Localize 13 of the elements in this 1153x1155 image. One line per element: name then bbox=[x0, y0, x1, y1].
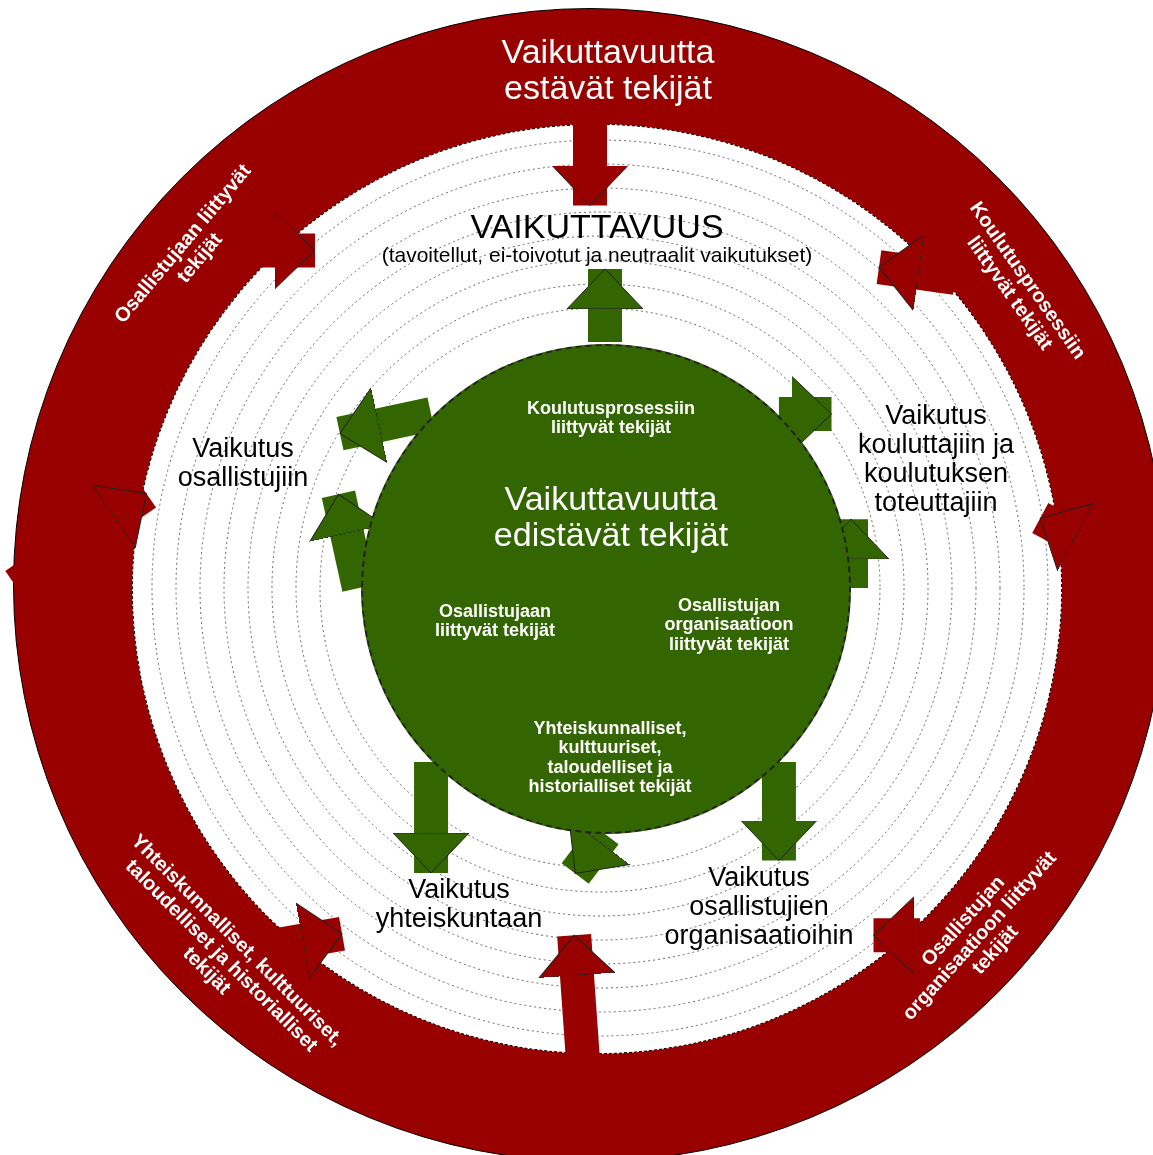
factor-label: Koulutusprosessiin liittyvät tekijät bbox=[526, 398, 696, 438]
factor-label: Osallistujan organisaatioon liittyvät tekijät bbox=[663, 596, 795, 655]
block-arrow bbox=[566, 268, 644, 342]
effect-label: Vaikutus osallistujien organisaatioihin bbox=[646, 862, 872, 950]
ring-title: Vaikuttavuutta estävät tekijät bbox=[500, 32, 716, 106]
zone-subtitle: (tavoitellut, ei-toivotut ja neutraalit vaikutukset) bbox=[380, 244, 814, 267]
factor-label: Osallistujaan liittyvät tekijät bbox=[433, 601, 556, 641]
factor-label: Yhteiskunnalliset, kulttuuriset, taloudelliset ja historialliset tekijät bbox=[527, 719, 693, 797]
effect-label: Vaikutus yhteiskuntaan bbox=[344, 875, 574, 934]
effect-label: Vaikutus osallistujiin bbox=[148, 434, 338, 493]
zone-title: VAIKUTTAVUUS bbox=[469, 207, 725, 245]
circle-title: Vaikuttavuutta edistävät tekijät bbox=[492, 479, 730, 553]
effect-label: Vaikutus kouluttajiin ja koulutuksen toteuttajiin bbox=[833, 400, 1039, 518]
